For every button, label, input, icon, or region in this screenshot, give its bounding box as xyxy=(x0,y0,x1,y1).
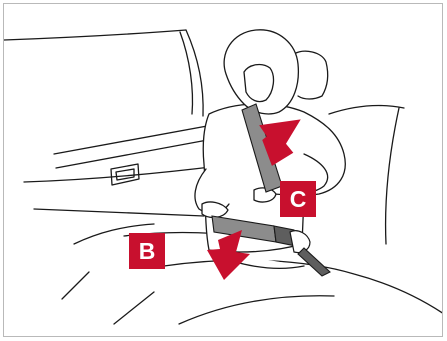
buckle-stalk xyxy=(298,248,330,276)
seat-back-right xyxy=(329,106,404,114)
illustration-frame: B C xyxy=(3,3,443,337)
floor-line-1 xyxy=(62,272,89,299)
face xyxy=(244,65,273,102)
roof-line xyxy=(4,30,186,40)
b-pillar-inner xyxy=(180,32,193,114)
callout-c-label: C xyxy=(280,181,316,217)
door-handle-inner xyxy=(116,169,134,180)
b-pillar xyxy=(186,30,203,116)
seat-cushion-front xyxy=(164,260,443,314)
floor-line-2 xyxy=(114,292,154,324)
seat-belt-illustration xyxy=(4,4,443,337)
buckle xyxy=(290,231,310,253)
callout-b-label: B xyxy=(129,233,165,269)
seat-base xyxy=(179,296,334,324)
seat-back-right-edge xyxy=(386,108,399,244)
door-panel xyxy=(34,209,204,216)
headrest xyxy=(294,51,328,99)
